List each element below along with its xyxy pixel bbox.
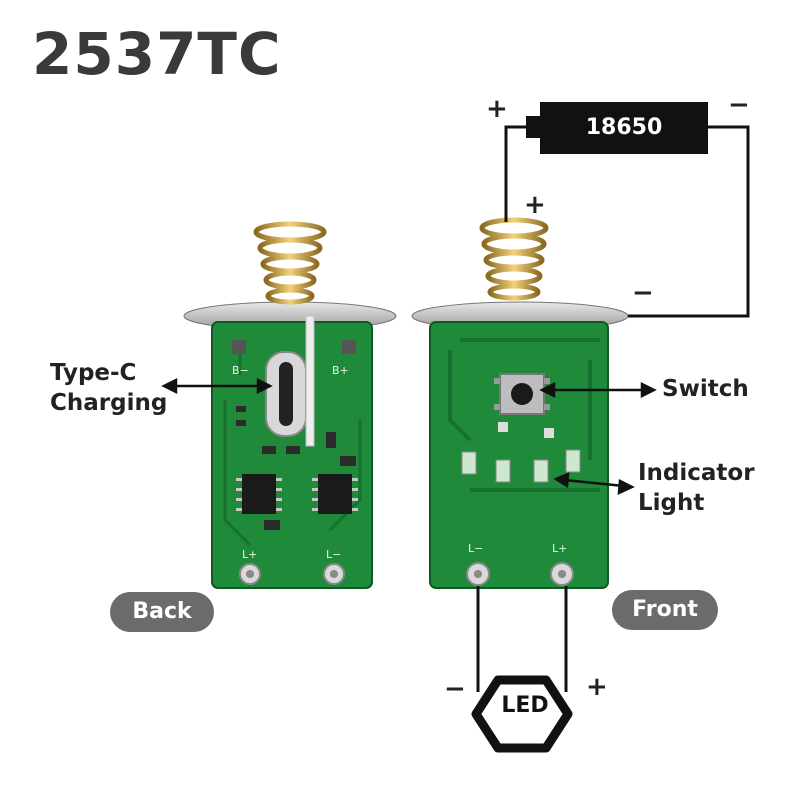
- wire-battery-plus: [504, 125, 526, 222]
- back-chip-left: [242, 474, 276, 514]
- battery-terminal: [526, 116, 540, 138]
- silk-back-l-minus: L−: [326, 548, 341, 561]
- type-c-label-line1: Type-C: [50, 360, 137, 386]
- indicator-label-line1: Indicator: [638, 460, 755, 486]
- callout-arrows: [161, 377, 657, 496]
- back-chip-right: [318, 474, 352, 514]
- led-label: LED: [501, 693, 549, 718]
- back-board: B− B+ L+ L−: [183, 221, 397, 589]
- indicator-led-3: [533, 459, 549, 483]
- led-minus-sign: −: [444, 674, 466, 704]
- silk-b-plus: B+: [332, 364, 349, 377]
- battery-body: [540, 102, 708, 154]
- switch-label: Switch: [662, 376, 749, 402]
- front-board: L− L+: [411, 217, 629, 589]
- wires: [476, 125, 750, 692]
- battery-minus-sign: −: [728, 90, 750, 120]
- front-pcb: [429, 321, 609, 589]
- type-c-label-line2: Charging: [50, 390, 168, 416]
- back-badge: Back: [110, 592, 214, 632]
- battery-label: 18650: [585, 115, 663, 140]
- indicator-led-2: [495, 459, 511, 483]
- silk-back-l-plus: L+: [242, 548, 257, 561]
- battery-plus-sign: +: [486, 94, 508, 124]
- indicator-led-1: [461, 451, 477, 475]
- silk-front-l-plus: L+: [552, 542, 567, 555]
- page-title: 2537TC: [32, 20, 282, 88]
- back-spring: [253, 221, 327, 305]
- led-hexagon: [471, 675, 573, 753]
- battery: [526, 102, 708, 154]
- wire-battery-minus: [628, 125, 750, 318]
- front-spring: [479, 217, 549, 301]
- front-badge: Front: [612, 590, 718, 630]
- indicator-label: Indicator Light: [638, 458, 755, 518]
- led-plus-sign: +: [586, 672, 608, 702]
- silk-front-l-minus: L−: [468, 542, 483, 555]
- spring-minus-sign: −: [632, 278, 654, 308]
- indicator-label-line2: Light: [638, 490, 705, 516]
- spring-plus-sign: +: [524, 190, 546, 220]
- back-pcb: [211, 321, 373, 589]
- type-c-label: Type-C Charging: [50, 358, 167, 418]
- silk-b-minus: B−: [232, 364, 249, 377]
- indicator-led-4: [565, 449, 581, 473]
